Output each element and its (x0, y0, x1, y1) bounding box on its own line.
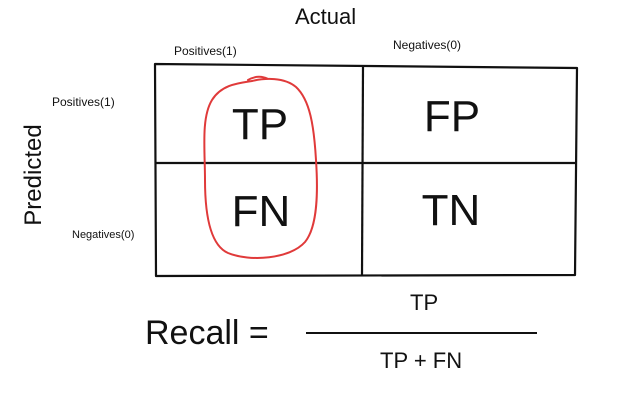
matrix-vertical-divider (360, 65, 365, 276)
recall-formula-label: Recall = (145, 314, 269, 352)
cell-false-negative: FN (231, 187, 291, 236)
cell-false-positive: FP (423, 92, 481, 141)
column-label-positives: Positives(1) (174, 44, 237, 58)
cell-true-positive: TP (231, 100, 289, 149)
row-label-negatives: Negatives(0) (72, 229, 135, 241)
recall-numerator: TP (410, 290, 439, 315)
predicted-axis-title: Predicted (20, 124, 47, 226)
matrix-outer-border (153, 62, 579, 278)
actual-axis-title: Actual (295, 4, 357, 29)
recall-denominator: TP + FN (380, 348, 463, 373)
row-label-positives: Positives(1) (52, 95, 115, 109)
column-label-negatives: Negatives(0) (393, 38, 462, 52)
cell-true-negative: TN (421, 186, 481, 235)
recall-highlight-loop (203, 75, 318, 259)
